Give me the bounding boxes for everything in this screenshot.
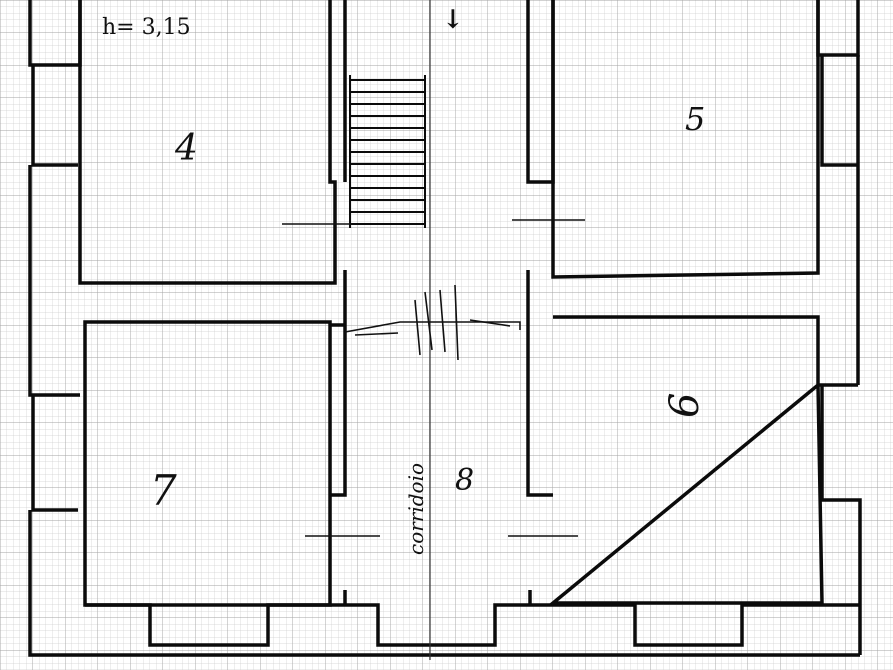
bottom-wall-inner (343, 590, 532, 605)
arrow-indicator: ↓ (442, 5, 464, 35)
room-top-left-wall (78, 0, 337, 285)
bottom-wall (85, 603, 860, 647)
left-wall-segment-1 (31, 65, 78, 167)
left-wall-segment-4 (28, 510, 860, 657)
room-label-bottom-right: 6 (662, 393, 708, 418)
right-wall-segment-3 (820, 385, 862, 655)
corridor-label: corridoio (404, 463, 428, 555)
staircase (349, 75, 426, 228)
room-label-bottom-left: 7 (150, 466, 177, 515)
right-outer-wall (816, 0, 860, 57)
room-label-top-right: 5 (685, 100, 705, 138)
room-top-right-wall (551, 0, 820, 279)
left-wall-segment-2 (28, 165, 80, 397)
walls (28, 0, 862, 657)
corridor-number-label: 8 (455, 463, 474, 498)
left-wall-segment-3 (31, 395, 78, 512)
door-marks (282, 219, 585, 537)
right-wall-segment-1 (820, 55, 858, 167)
height-note: h= 3,15 (102, 15, 191, 40)
corridor-scribble (344, 284, 521, 361)
room-bottom-right-wall (548, 315, 858, 605)
left-inner-wall (330, 0, 347, 497)
room-label-top-left: 4 (174, 128, 198, 169)
